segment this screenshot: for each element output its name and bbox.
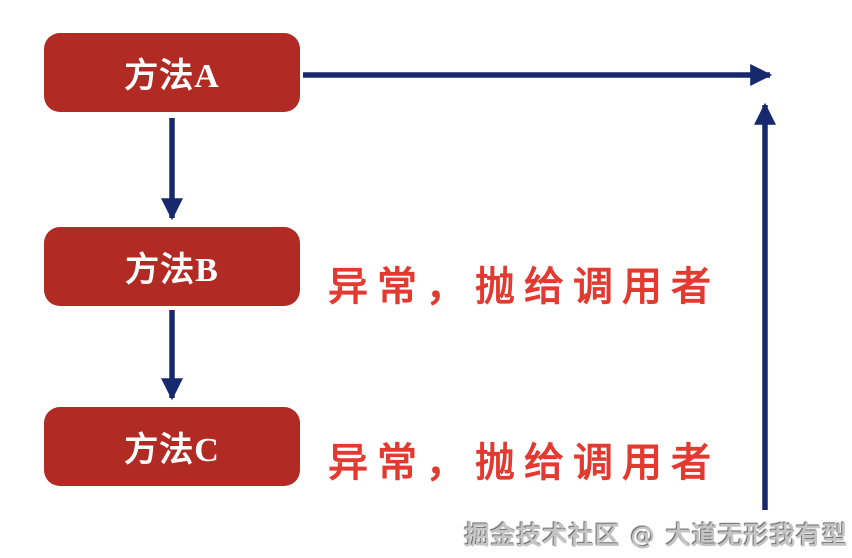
- method-c-node: 方法C: [44, 407, 300, 486]
- method-b-node: 方法B: [44, 227, 300, 306]
- method-a-label: 方法A: [124, 58, 220, 95]
- method-b-label: 方法B: [125, 252, 219, 289]
- exception-annotation-b: 异常，抛给调用者: [328, 264, 720, 310]
- watermark-text: 掘金技术社区 @ 大道无形我有型: [464, 521, 848, 550]
- method-c-label: 方法C: [124, 432, 220, 469]
- exception-annotation-c: 异常，抛给调用者: [328, 440, 720, 486]
- method-a-node: 方法A: [44, 33, 300, 112]
